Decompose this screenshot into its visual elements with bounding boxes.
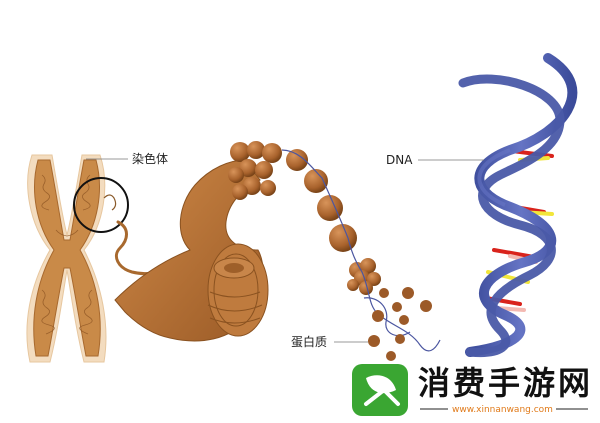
nucleosome-beads: [228, 141, 381, 295]
protein-label: 蛋白质: [291, 334, 327, 349]
watermark-url: www.xinnanwang.com: [452, 405, 553, 415]
watermark: 消费手游网 www.xinnanwang.com: [352, 364, 593, 416]
chromosome-label: 染色体: [132, 151, 168, 166]
chromosome: [26, 154, 107, 363]
magnified-strand: [103, 194, 117, 211]
dna-label: DNA: [386, 153, 413, 167]
coiled-chromatin: [114, 159, 269, 342]
dna-double-helix: [458, 53, 578, 358]
watermark-site-name: 消费手游网: [418, 364, 593, 402]
magnify-circle: [73, 177, 129, 233]
linker-dna-thread: [281, 149, 441, 352]
histone-protein-dots: [368, 287, 432, 361]
